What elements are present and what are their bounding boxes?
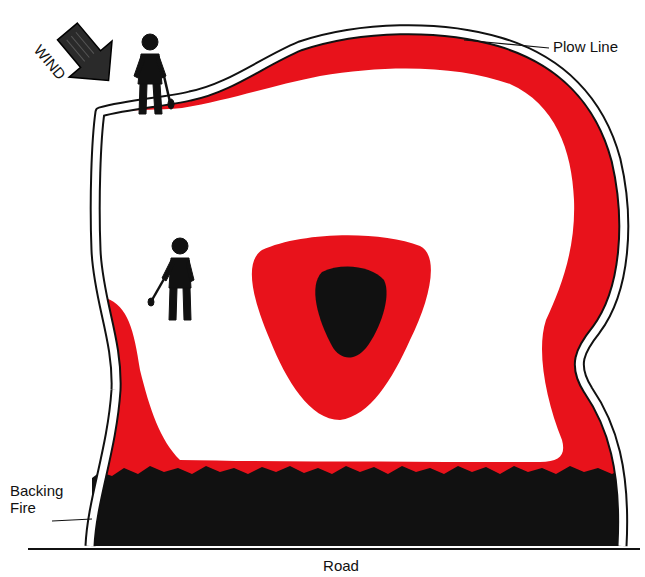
- plow-line: [90, 30, 624, 546]
- fire-edge: [90, 30, 624, 546]
- spot-burned: [315, 266, 386, 357]
- firefighter: [148, 238, 194, 320]
- wind-arrow: [46, 13, 130, 98]
- spot-fire: [252, 235, 431, 420]
- road-label: Road: [323, 557, 359, 574]
- backing-fire-label: Backing Fire: [10, 482, 70, 517]
- leader-line: [52, 519, 92, 521]
- burned-area: [98, 68, 574, 462]
- plow-line-edge: [90, 30, 624, 546]
- road-line: [28, 548, 640, 550]
- leader-line: [464, 40, 549, 48]
- firefighter: [134, 34, 174, 114]
- backing-fire: [92, 466, 621, 546]
- plow-line-label: Plow Line: [553, 38, 618, 55]
